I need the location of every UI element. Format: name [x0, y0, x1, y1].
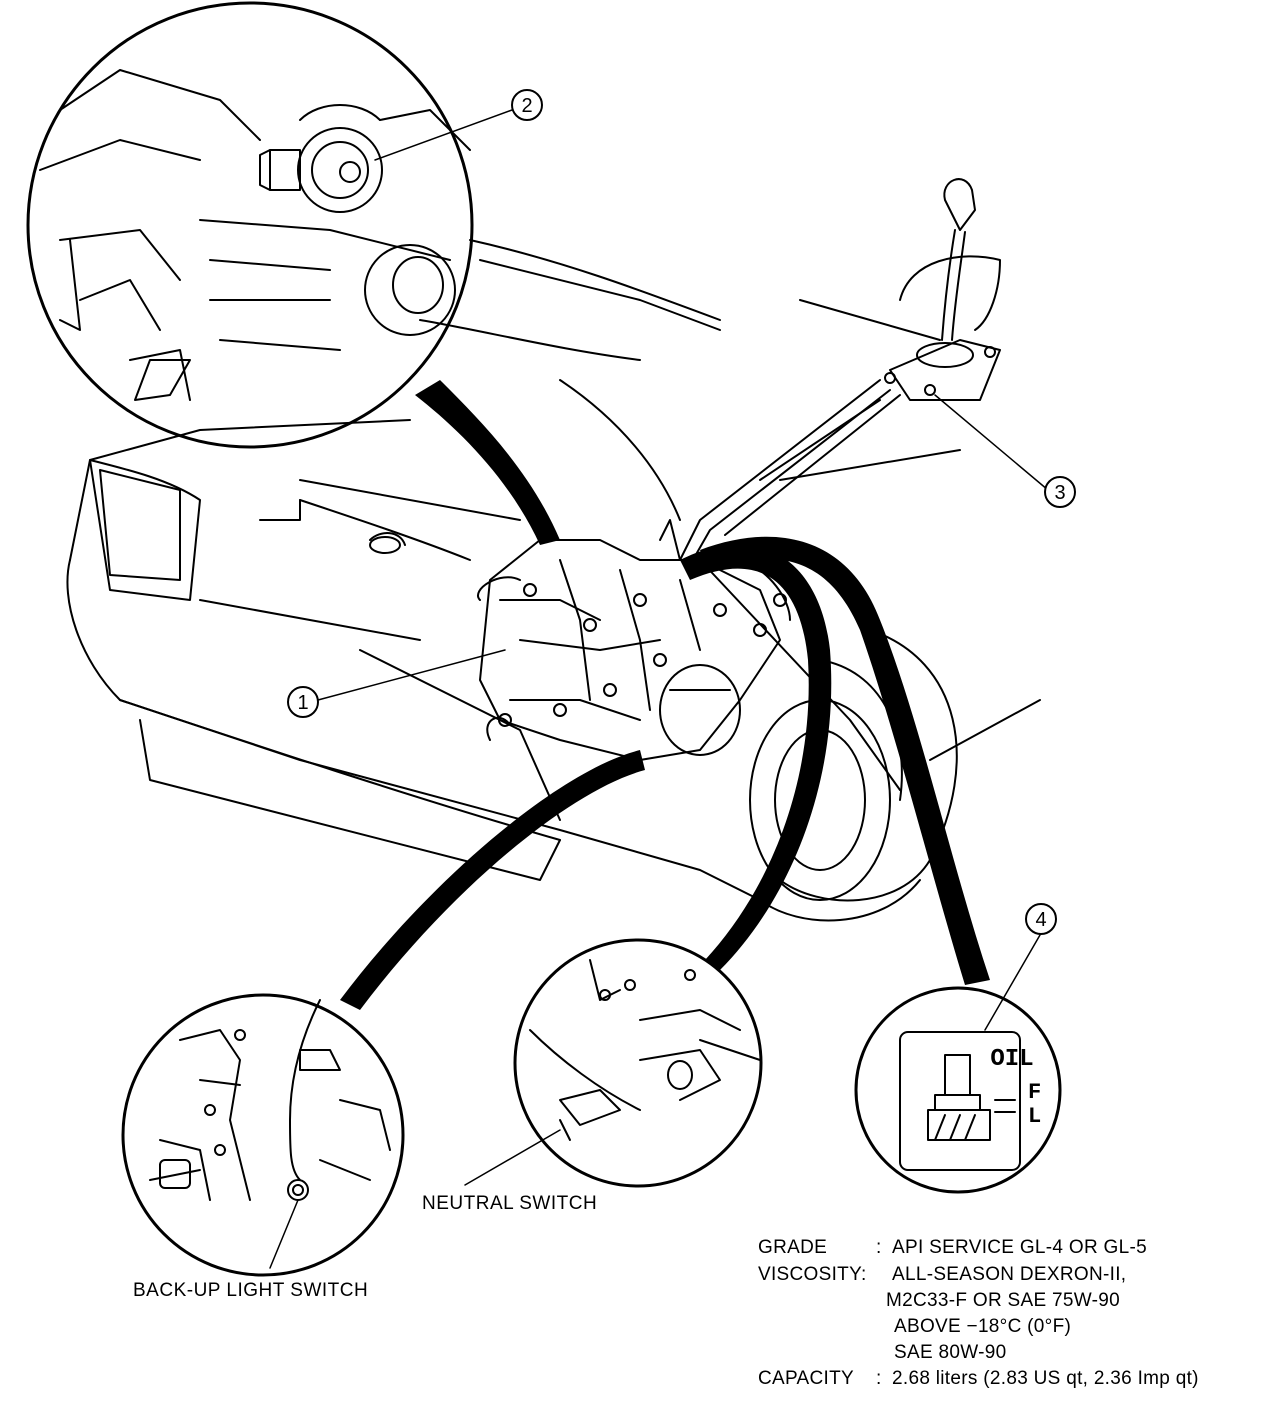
neutral-switch-label: NEUTRAL SWITCH: [422, 1193, 598, 1214]
oil-icon-title: OIL: [990, 1046, 1033, 1073]
backup-light-switch-label: BACK-UP LIGHT SWITCH: [133, 1280, 369, 1301]
connector-bands: [340, 380, 990, 1010]
spec-viscosity-line4: SAE 80W-90: [894, 1342, 1007, 1363]
callout-2: 2: [511, 89, 543, 121]
detail-circle-backup-switch: [121, 993, 405, 1277]
spec-capacity-key: CAPACITY: [758, 1368, 855, 1389]
callout-4: 4: [1025, 903, 1057, 935]
spec-viscosity-line3: ABOVE −18°C (0°F): [894, 1316, 1072, 1337]
spec-viscosity-line2: M2C33-F OR SAE 75W-90: [886, 1290, 1121, 1311]
detail-circle-differential: [26, 1, 474, 449]
leader-lines: [269, 109, 1049, 1269]
svg-text:1: 1: [297, 692, 308, 714]
gear-shifter: [679, 178, 1001, 566]
spec-viscosity-line1: ALL-SEASON DEXRON-II,: [892, 1264, 1127, 1285]
svg-text:4: 4: [1035, 909, 1046, 931]
svg-text:2: 2: [521, 95, 532, 117]
spec-viscosity-key: VISCOSITY:: [758, 1264, 867, 1285]
spec-capacity-sep: :: [876, 1368, 882, 1389]
oil-icon-full: F: [1028, 1080, 1041, 1105]
detail-circle-neutral-switch: [513, 938, 763, 1188]
spec-capacity-value: 2.68 liters (2.83 US qt, 2.36 Imp qt): [892, 1368, 1199, 1389]
callout-3: 3: [1044, 476, 1076, 508]
oil-icon-low: L: [1028, 1104, 1041, 1129]
detail-circle-oil-level: [854, 986, 1062, 1194]
spec-grade-sep: :: [876, 1237, 882, 1258]
spec-grade-value: API SERVICE GL-4 OR GL-5: [892, 1237, 1147, 1258]
spec-grade-key: GRADE: [758, 1237, 828, 1258]
svg-text:3: 3: [1054, 482, 1065, 504]
transaxle-assembly: [477, 519, 791, 761]
callout-1: 1: [287, 686, 319, 718]
car-body: [66, 239, 1041, 922]
oil-icon-text: OIL F L: [990, 1046, 1041, 1129]
